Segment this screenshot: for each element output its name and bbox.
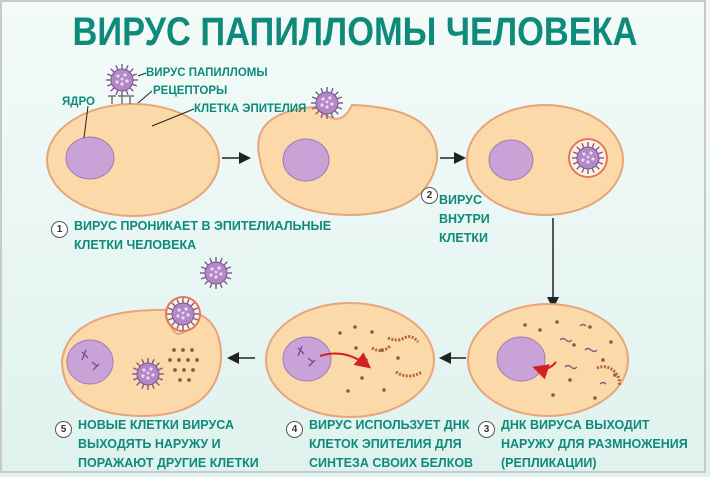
cell-2: [257, 86, 439, 217]
step-4-text: ВИРУС ИСПОЛЬЗУЕТ ДНК КЛЕТОК ЭПИТЕЛИЯ ДЛЯ…: [309, 418, 474, 470]
step-2-text: ВИРУС ВНУТРИ КЛЕТКИ: [439, 193, 490, 245]
step-3-number: 3: [478, 421, 495, 438]
label-virus: ВИРУС ПАПИЛЛОМЫ: [146, 67, 268, 79]
step-2-number: 2: [421, 187, 438, 204]
step-4-number: 4: [286, 421, 303, 438]
step-1-number: 1: [51, 221, 68, 238]
page-title: ВИРУС ПАПИЛЛОМЫ ЧЕЛОВЕКА: [72, 10, 638, 54]
nucleus-1: [65, 136, 115, 180]
cell-1: [46, 63, 220, 217]
cell-synthesis: [265, 302, 435, 418]
cell-3: [466, 104, 624, 216]
label-nucleus: ЯДРО: [62, 96, 95, 108]
step-5-text: НОВЫЕ КЛЕТКИ ВИРУСА ВЫХОДЯТЬ НАРУЖУ И ПО…: [78, 418, 259, 470]
virus-entering-icon: [310, 86, 344, 120]
virus-icon: [105, 63, 139, 97]
virus-inside-icon: [571, 141, 605, 175]
step-5-number: 5: [55, 421, 72, 438]
label-receptors: РЕЦЕПТОРЫ: [153, 85, 228, 97]
cell-release: [60, 296, 223, 418]
step-3-text: ДНК ВИРУСА ВЫХОДИТ НАРУЖУ ДЛЯ РАЗМНОЖЕНИ…: [501, 418, 688, 470]
virus-budding-icon: [166, 297, 200, 331]
virus-new-icon: [131, 357, 165, 391]
label-cell: КЛЕТКА ЭПИТЕЛИЯ: [194, 103, 307, 115]
virus-free-icon: [199, 256, 233, 290]
step-1-text: ВИРУС ПРОНИКАЕТ В ЭПИТЕЛИАЛЬНЫЕ КЛЕТКИ Ч…: [74, 219, 332, 252]
receptors: [108, 95, 134, 104]
cell-replication: [467, 303, 629, 417]
